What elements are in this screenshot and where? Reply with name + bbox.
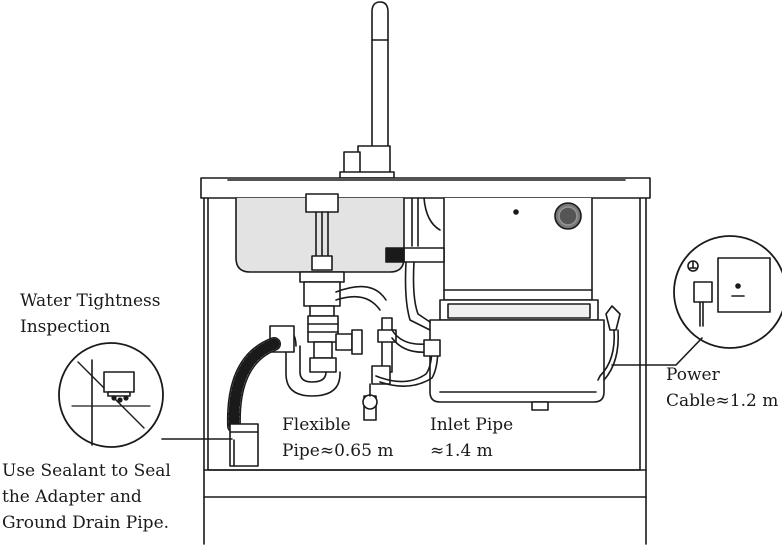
drain-assembly — [299, 271, 387, 373]
countertop — [200, 177, 651, 199]
water-tightness-line2: Inspection — [20, 317, 111, 337]
sealant-line1: Use Sealant to Seal — [2, 461, 171, 481]
water-tightness-label: Water Tightness Inspection — [20, 288, 160, 340]
sealant-line3: Ground Drain Pipe. — [2, 513, 170, 533]
leader-line-power — [611, 337, 703, 366]
flexible-pipe-label: Flexible Pipe≈0.65 m — [282, 412, 393, 464]
power-cord — [597, 305, 621, 381]
power-line1: Power — [666, 365, 720, 385]
dishwasher — [385, 197, 605, 411]
water-tightness-detail — [58, 342, 164, 448]
sealant-line2: the Adapter and — [2, 487, 142, 507]
cabinet — [203, 197, 647, 545]
power-socket-detail — [673, 235, 782, 349]
inlet-pipe-label: Inlet Pipe ≈1.4 m — [430, 412, 513, 464]
faucet — [339, 1, 395, 179]
inlet-pipe — [362, 317, 441, 421]
inlet-line2: ≈1.4 m — [430, 441, 493, 461]
flexible-line2: Pipe≈0.65 m — [282, 441, 394, 461]
sink-bowl — [235, 193, 405, 273]
inlet-line1: Inlet Pipe — [430, 415, 514, 435]
sealant-label: Use Sealant to Seal the Adapter and Grou… — [2, 458, 171, 536]
water-tightness-line1: Water Tightness — [20, 291, 161, 311]
flexible-line1: Flexible — [282, 415, 351, 435]
flexible-pipe — [226, 337, 281, 467]
power-cable-label: Power Cable≈1.2 m — [666, 362, 778, 414]
power-line2: Cable≈1.2 m — [666, 391, 779, 411]
